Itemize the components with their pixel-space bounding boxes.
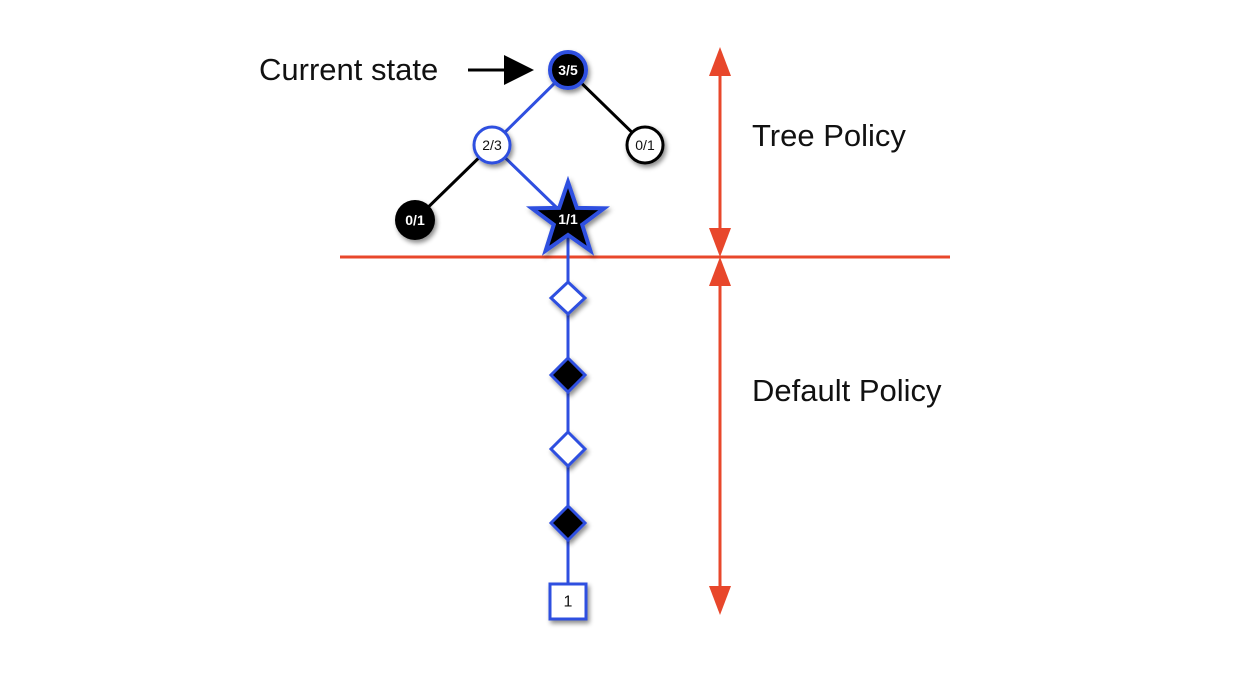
left-node-label: 2/3 <box>482 137 502 153</box>
left-node: 2/3 <box>472 125 512 165</box>
right-node-label: 0/1 <box>635 137 655 153</box>
simulation-node-black <box>548 503 588 543</box>
tree-policy-arrow-up-head <box>709 47 731 76</box>
tree-policy-label: Tree Policy <box>752 118 906 153</box>
expanded-node: 1/1 <box>525 175 611 256</box>
tree-policy-arrow-down-head <box>709 228 731 257</box>
default-policy-arrow-down-head <box>709 586 731 615</box>
left-left-node-label: 0/1 <box>405 212 425 228</box>
right-node: 0/1 <box>625 125 665 165</box>
current-state-label: Current state <box>259 52 438 87</box>
simulation-node-white <box>548 429 588 469</box>
terminal-node-value: 1 <box>564 594 573 611</box>
root-node: 3/5 <box>548 50 588 90</box>
default-policy-label: Default Policy <box>752 373 942 408</box>
terminal-node: 1 <box>548 582 588 621</box>
simulation-node-black <box>548 355 588 395</box>
left-left-node: 0/1 <box>395 200 435 240</box>
simulation-node-white <box>548 279 588 317</box>
root-node-label: 3/5 <box>558 62 578 78</box>
default-policy-arrow-up-head <box>709 257 731 286</box>
expanded-node-label: 1/1 <box>558 211 578 227</box>
